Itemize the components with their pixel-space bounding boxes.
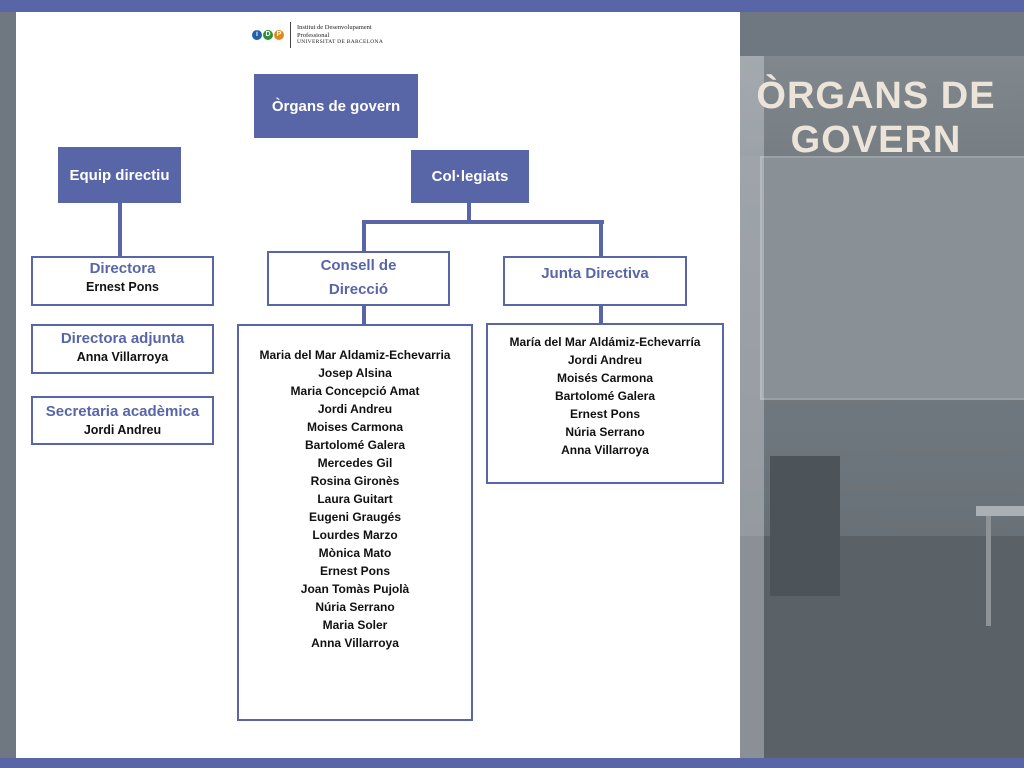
role-title: Directora adjunta — [60, 330, 185, 347]
member-item: Maria Soler — [322, 618, 388, 632]
role-title: Secretaria acadèmica — [45, 403, 200, 420]
member-item: Moisés Carmona — [556, 371, 654, 385]
logo-letter-i: i — [252, 30, 262, 40]
role-person: Ernest Pons — [86, 280, 159, 294]
member-item: Anna Villarroya — [561, 443, 649, 457]
equip-directiu-node: Equip directiu — [58, 147, 181, 203]
page-title: ÒRGANS DE GOVERN — [756, 75, 996, 161]
role-box-directora-adjunta: Directora adjunta Anna Villarroya — [31, 324, 214, 374]
member-item: Jordi Andreu — [567, 353, 643, 367]
member-item: Ernest Pons — [319, 564, 391, 578]
photo-table-leg — [986, 516, 991, 626]
role-box-secretaria: Secretaria acadèmica Jordi Andreu — [31, 396, 214, 445]
member-item: Maria Concepció Amat — [290, 384, 420, 398]
connector-equip — [118, 203, 122, 257]
classroom-photo — [740, 56, 1024, 758]
member-item: Bartolomé Galera — [554, 389, 656, 403]
member-item: Rosina Gironès — [310, 474, 400, 488]
member-item: Joan Tomàs Pujolà — [300, 582, 410, 596]
role-person: Anna Villarroya — [76, 350, 169, 364]
logo-separator — [290, 22, 291, 48]
connector-consell-list — [362, 304, 366, 325]
bottom-bar — [0, 758, 1024, 768]
member-item: Moises Carmona — [306, 420, 404, 434]
photo-edge-shade — [740, 56, 764, 758]
member-item: Anna Villarroya — [311, 636, 399, 650]
connector-collegiats-down — [467, 203, 471, 223]
member-item: Josep Alsina — [318, 366, 392, 380]
member-item: Ernest Pons — [569, 407, 641, 421]
connector-horizontal — [362, 220, 604, 224]
consell-title: Consell de Direcció — [320, 257, 397, 298]
photo-top-area — [740, 12, 1024, 56]
member-item: Mònica Mato — [318, 546, 392, 560]
member-item: Maria del Mar Aldamiz-Echevarria — [259, 348, 451, 362]
member-item: Lourdes Marzo — [312, 528, 398, 542]
logo-letter-d: D — [263, 30, 273, 40]
photo-projector-screen — [760, 156, 1024, 400]
logo-line-1: Institut de Desenvolupament — [297, 24, 372, 31]
member-item: Bartolomé Galera — [304, 438, 406, 452]
role-person: Jordi Andreu — [83, 423, 162, 437]
member-item: María del Mar Aldámiz-Echevarría — [509, 335, 701, 349]
collegiats-node: Col·legiats — [411, 150, 529, 203]
left-strip — [0, 12, 16, 758]
consell-title-box: Consell de Direcció — [267, 251, 450, 306]
root-node: Òrgans de govern — [254, 74, 418, 138]
member-item: Eugeni Graugés — [308, 510, 402, 524]
logo-line-3: UNIVERSITAT DE BARCELONA — [297, 39, 384, 45]
connector-junta-list — [599, 304, 603, 324]
logo-line-2: Professional — [297, 31, 330, 39]
connector-consell — [362, 220, 366, 252]
member-item: Mercedes Gil — [317, 456, 393, 470]
photo-desk — [770, 456, 840, 596]
role-box-directora: Directora Ernest Pons — [31, 256, 214, 306]
junta-title-box: Junta Directiva — [503, 256, 687, 306]
member-item: Laura Guitart — [317, 492, 393, 506]
connector-junta — [599, 220, 603, 257]
junta-title: Junta Directiva — [541, 265, 649, 282]
photo-table — [976, 506, 1024, 516]
logo-text: Institut de Desenvolupament Professional… — [297, 24, 383, 47]
role-title: Directora — [89, 260, 156, 277]
logo-letter-p: P — [274, 30, 284, 40]
photo-ceiling — [740, 56, 1024, 156]
member-item: Núria Serrano — [315, 600, 395, 614]
top-bar — [0, 0, 1024, 12]
member-item: Jordi Andreu — [317, 402, 393, 416]
idp-logo: i D P Institut de Desenvolupament Profes… — [250, 22, 410, 50]
member-item: Núria Serrano — [565, 425, 645, 439]
